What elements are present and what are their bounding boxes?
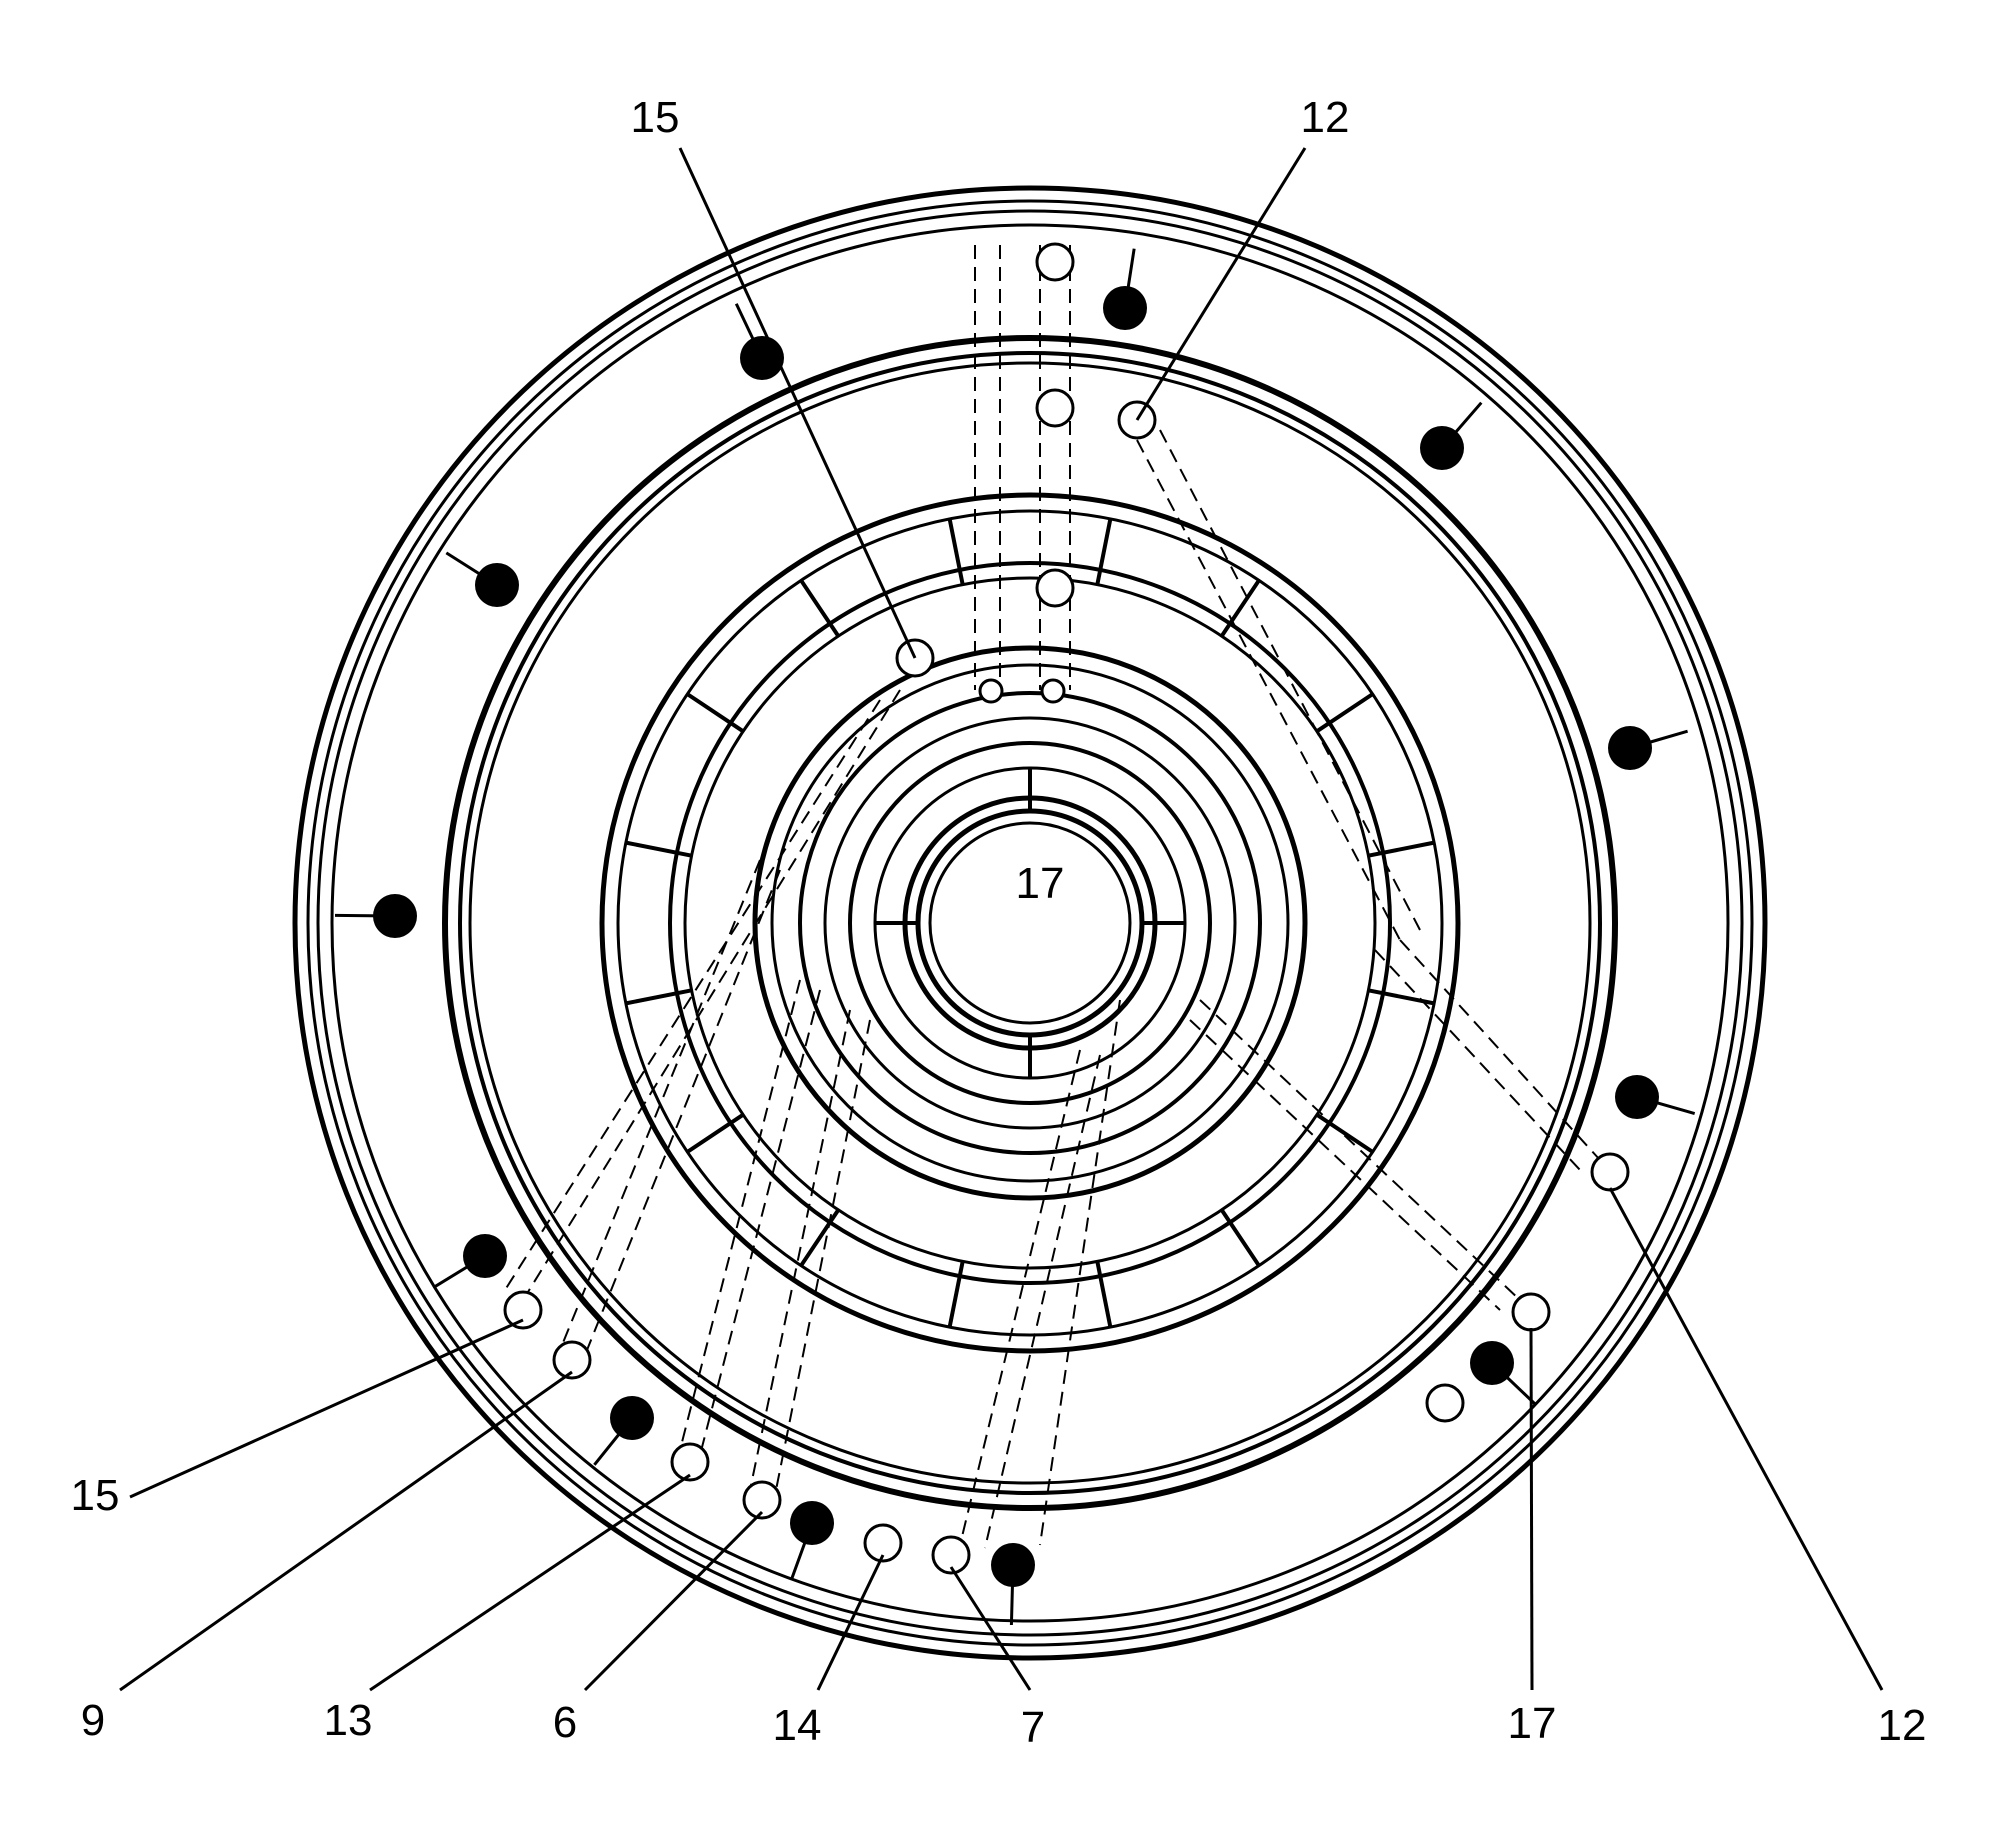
hub-body-drawing [292, 185, 1768, 1661]
passage-dashed-line [1159, 429, 1421, 931]
fluid-hole [1035, 388, 1075, 428]
ring-segment-divider [947, 518, 965, 586]
bolt-boss [610, 1396, 654, 1440]
ring-segment-divider [1220, 579, 1261, 638]
fluid-hole [1425, 1383, 1465, 1423]
bolt-boss [373, 894, 417, 938]
passage-dashed-line [559, 859, 761, 1351]
callout-label-17-center: 17 [1016, 859, 1065, 908]
fluid-hole [503, 1290, 543, 1330]
ring-segment-divider [799, 1208, 840, 1267]
bolt-boss [991, 1543, 1035, 1587]
callout-label-6: 6 [553, 1698, 577, 1747]
passage-dashed-line [504, 699, 881, 1291]
callout-leader-line [129, 1318, 524, 1499]
passage-dashed-line [1189, 1019, 1501, 1311]
ring-segment-divider [799, 579, 840, 638]
ring-segment-divider [1367, 840, 1435, 858]
passage-dashed-line [774, 1019, 871, 1496]
passage-dashed-line [1039, 999, 1121, 1546]
callout-leader-line [949, 1566, 1032, 1691]
fluid-hole [863, 1523, 903, 1563]
callout-leader-line [816, 1554, 885, 1691]
bolt-boss [1103, 286, 1147, 330]
ring-segment-divider [686, 1113, 745, 1154]
passage-dashed-line [959, 1049, 1081, 1546]
fluid-hole [1040, 678, 1066, 704]
passage-dashed-line [699, 989, 821, 1456]
ring-segment-divider [1220, 1208, 1261, 1267]
callout-leader-lines [119, 147, 1884, 1692]
fluid-hole [978, 678, 1004, 704]
bolt-boss [1420, 426, 1464, 470]
bolt-bosses [373, 286, 1659, 1587]
callout-label-12-top: 12 [1301, 93, 1350, 142]
bolt-boss [463, 1234, 507, 1278]
passage-dashed-line [1399, 939, 1601, 1161]
bolt-boss [790, 1501, 834, 1545]
callout-labels: 15 12 17 15 9 13 6 14 7 17 12 [71, 93, 1927, 1752]
ring-segment-divider [1315, 1113, 1374, 1154]
ring-segment-divider [625, 840, 693, 858]
fluid-hole [1035, 568, 1075, 608]
ring-segment-divider [1095, 1260, 1113, 1328]
fluid-hole [1511, 1292, 1551, 1332]
passage-dashed-line [984, 1054, 1101, 1549]
ring-segment-divider [1315, 692, 1374, 733]
bolt-boss [1615, 1075, 1659, 1119]
callout-label-15-left: 15 [71, 1471, 120, 1520]
callout-leader-line [119, 1370, 573, 1692]
passage-dashed-line [679, 979, 801, 1451]
callout-label-12-right: 12 [1878, 1701, 1927, 1750]
fluid-hole [931, 1535, 971, 1575]
callout-label-7: 7 [1021, 1703, 1045, 1752]
callout-label-17-bottom: 17 [1508, 1699, 1557, 1748]
passage-dashed-line [1199, 999, 1521, 1301]
passage-dashed-line [522, 689, 901, 1301]
ring-segment-divider [947, 1260, 965, 1328]
callout-label-9: 9 [81, 1696, 105, 1745]
passage-dashed-line [1136, 439, 1401, 941]
fluid-hole [670, 1442, 710, 1482]
passage-dashed-line [749, 1009, 851, 1491]
callout-leader-line [1608, 1187, 1884, 1691]
passage-dashed-line [584, 869, 781, 1356]
callout-leader-line [583, 1510, 764, 1692]
callout-label-14: 14 [773, 1701, 822, 1750]
bolt-boss [1470, 1341, 1514, 1385]
fluid-hole [1035, 242, 1075, 282]
fluid-hole [1590, 1152, 1630, 1192]
passage-dashed-line [1374, 949, 1581, 1171]
callout-label-15-top: 15 [631, 93, 680, 142]
ring-segment-divider [686, 692, 745, 733]
callout-leader-line [678, 147, 917, 659]
ring-segment-divider [1095, 518, 1113, 586]
passage-dashed-lines [504, 245, 1601, 1549]
callout-label-13: 13 [324, 1696, 373, 1745]
fluid-hole [742, 1480, 782, 1520]
fluid-hole [552, 1340, 592, 1380]
ring-segment-divider [625, 988, 693, 1006]
bolt-boss [475, 563, 519, 607]
callout-leader-line [369, 1473, 691, 1692]
bolt-boss [1608, 726, 1652, 770]
callout-leader-line [1529, 1327, 1534, 1691]
callout-leader-line [1135, 147, 1307, 421]
